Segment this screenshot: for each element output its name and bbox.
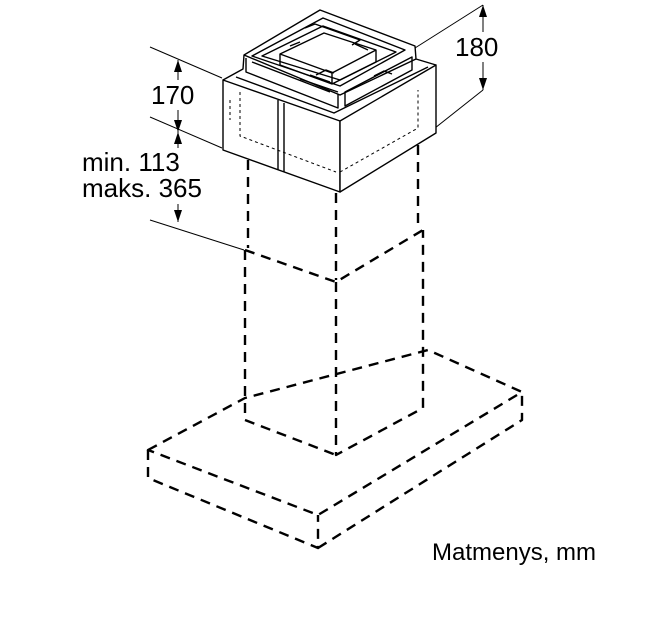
units-caption: Matmenys, mm [432,539,596,566]
lower-chimney-dashed [243,228,425,457]
ceiling-mounting-module [222,9,437,193]
dimension-arrows [174,5,487,222]
label-mask [82,148,216,204]
label-mask [458,32,508,62]
dimension-180-label: 180 [455,32,498,62]
upper-chimney-dashed [246,145,420,280]
dimension-max-label: maks. 365 [82,173,202,203]
dimension-min-label: min. 113 [82,147,180,177]
dimension-170-label: 170 [151,80,194,110]
label-mask [153,80,203,110]
hood-canopy-dashed [146,348,524,550]
extension-lines [149,4,484,251]
